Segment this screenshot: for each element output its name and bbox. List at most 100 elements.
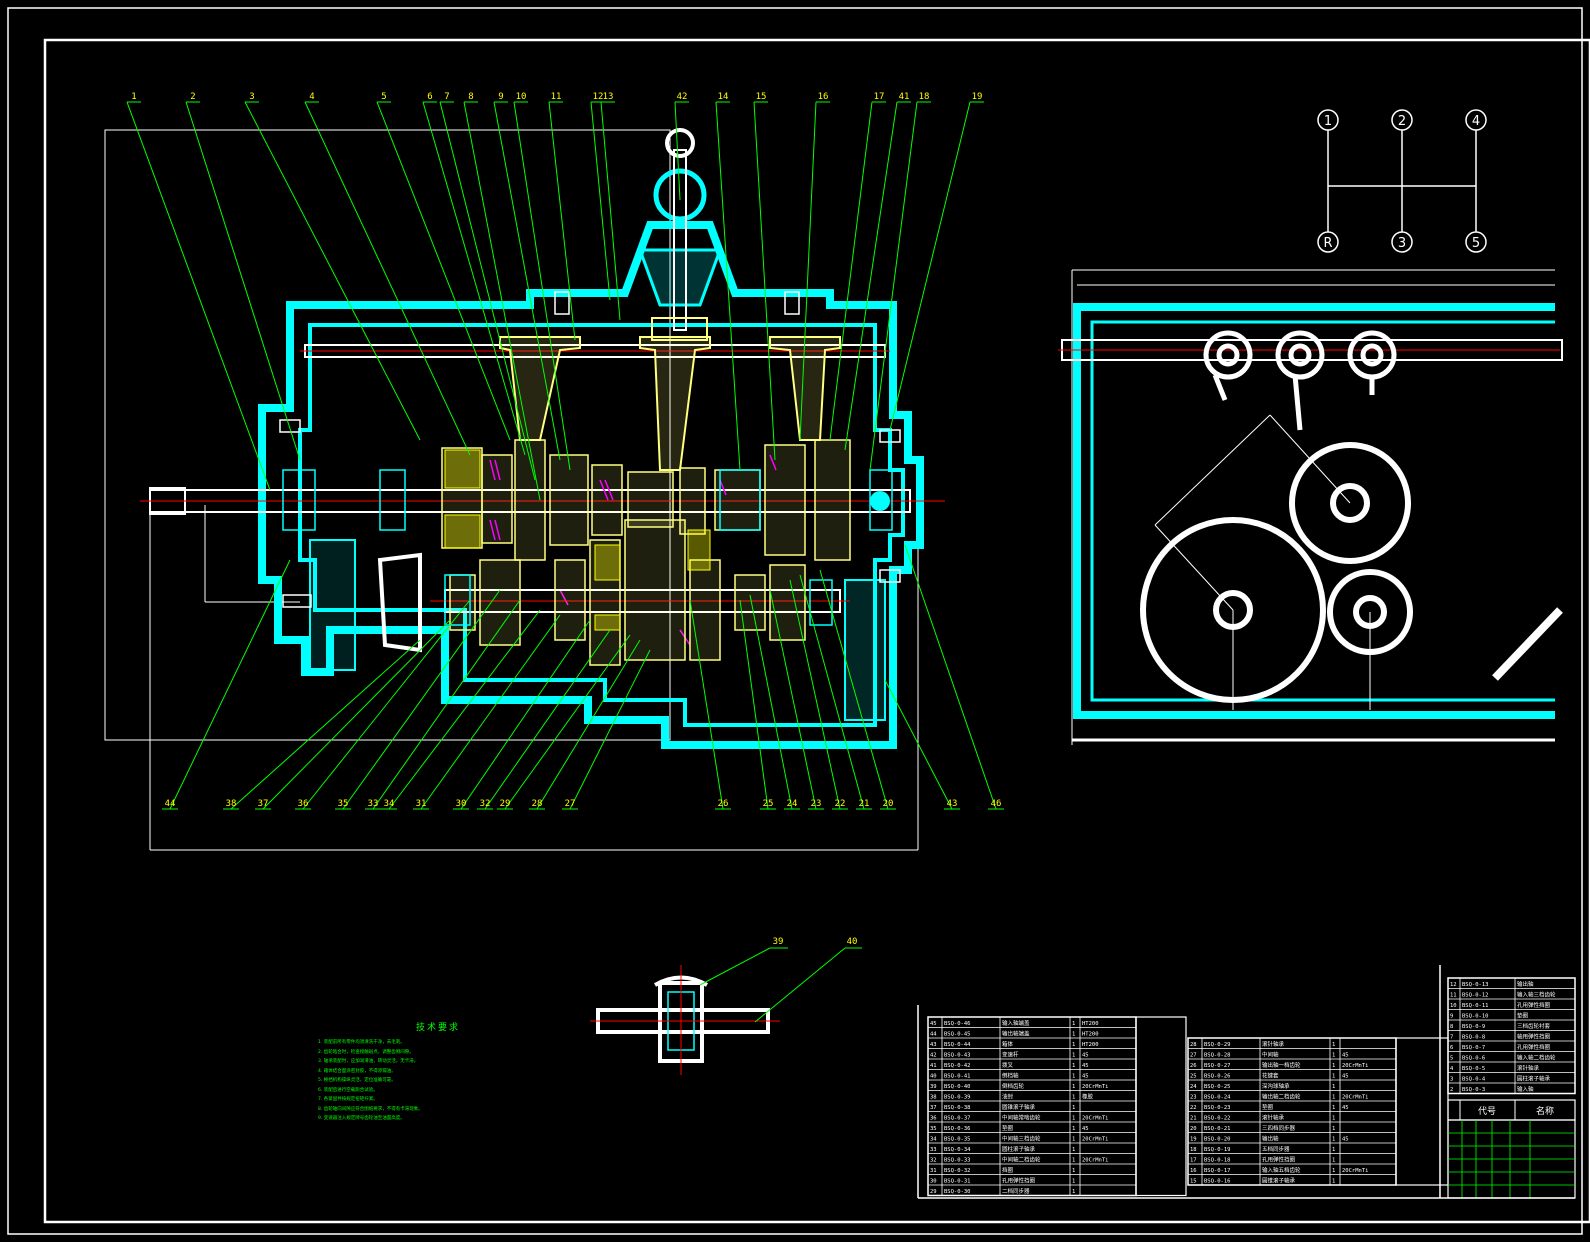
bom-cell: 12 — [1450, 982, 1457, 988]
bom-cell: 橡胶 — [1082, 1093, 1094, 1101]
leader-line — [126, 101, 271, 491]
leader-line — [185, 101, 301, 461]
bom-cell: BSQ-0-36 — [944, 1126, 971, 1132]
bom-cell: BSQ-0-40 — [944, 1084, 971, 1090]
balloon-label-top: 16 — [818, 92, 829, 102]
bom-cell: 20CrMnTi — [1082, 1158, 1109, 1164]
leader-line — [460, 619, 591, 810]
gear-position-label: 5 — [1472, 236, 1480, 251]
balloon-label-bottom: 37 — [258, 799, 269, 809]
balloon-label-bottom: 31 — [416, 799, 427, 809]
detail-balloon-40: 40 — [847, 937, 858, 947]
leader-line — [463, 101, 541, 501]
bom-cell: 垫圈 — [1517, 1012, 1529, 1020]
bom-cell: BSQ-0-6 — [1462, 1056, 1485, 1062]
bom-cell: BSQ-0-13 — [1462, 982, 1489, 988]
gear-position-label: 3 — [1398, 236, 1406, 251]
side-housing-inner — [1090, 320, 1555, 702]
bom-cell: 8 — [1450, 1024, 1453, 1030]
bom-cell: 38 — [930, 1095, 937, 1101]
bom-cell: 圆柱滚子轴承 — [1517, 1075, 1551, 1083]
bom-cell: 9 — [1450, 1014, 1453, 1020]
bom-cell: BSQ-0-41 — [944, 1074, 971, 1080]
gear-position-circle — [1465, 109, 1487, 131]
leader-line — [789, 579, 841, 810]
sheet-outer-frame — [7, 7, 1583, 1235]
bom-cell: 45 — [1082, 1063, 1089, 1069]
leader-line — [674, 101, 681, 201]
shift-lever-shaft — [673, 149, 687, 331]
bom-cell: 孔用弹性挡圈 — [1517, 1043, 1551, 1051]
bom-cell: 滚针轴承 — [1262, 1114, 1285, 1122]
side-housing-outer — [1073, 303, 1555, 719]
balloon-label-top: 15 — [756, 92, 767, 102]
balloon-label-bottom: 36 — [298, 799, 309, 809]
bom-cell: BSQ-0-16 — [1204, 1179, 1231, 1185]
bom-cell: 轴用弹性挡圈 — [1517, 1033, 1551, 1041]
leader-line — [342, 589, 501, 810]
balloon-label-top: 8 — [468, 92, 473, 102]
bom-cell: 三四档同步器 — [1262, 1124, 1296, 1132]
tech-note-line: 7. 各紧固件按规定扭矩拧紧。 — [318, 1097, 378, 1102]
bom-cell: 10 — [1450, 1003, 1457, 1009]
bom-cell: 输入轴端盖 — [1002, 1019, 1030, 1027]
bom-cell: 18 — [1190, 1147, 1197, 1153]
bom-cell: 孔用弹性挡圈 — [1262, 1156, 1296, 1164]
balloon-label-bottom: 21 — [859, 799, 870, 809]
balloon-label-bottom: 43 — [947, 799, 958, 809]
balloon-label-top: 14 — [718, 92, 729, 102]
shift-lever-ball — [653, 168, 707, 222]
bom-cell: 21 — [1190, 1116, 1197, 1122]
bom-cell: 1 — [1072, 1053, 1075, 1059]
leader-line — [244, 101, 421, 441]
bom-cell: 深沟球轴承 — [1262, 1082, 1290, 1090]
bom-cell: BSQ-0-26 — [1204, 1074, 1231, 1080]
leader-line — [889, 101, 971, 431]
bom-cell: 23 — [1190, 1095, 1197, 1101]
bom-cell: 1 — [1332, 1095, 1335, 1101]
balloon-label-bottom: 29 — [500, 799, 511, 809]
bom-cell: 43 — [930, 1042, 937, 1048]
leader-line — [376, 101, 511, 441]
leader-line — [600, 101, 621, 321]
bom-cell: 倒档轴 — [1002, 1072, 1019, 1080]
bom-cell: 29 — [930, 1189, 937, 1195]
bom-cell: 22 — [1190, 1105, 1197, 1111]
bom-cell: 中间轴常啮齿轮 — [1002, 1114, 1041, 1122]
balloon-label-top: 10 — [516, 92, 527, 102]
bom-cell: 1 — [1072, 1032, 1075, 1038]
reverse-idler-detail: 39 40 — [590, 937, 862, 1075]
bom-cell: BSQ-0-35 — [944, 1137, 971, 1143]
balloon-label-bottom: 34 — [384, 799, 395, 809]
bom-cell: 垫圈 — [1262, 1103, 1274, 1111]
bom-cell: 45 — [1342, 1105, 1349, 1111]
bom-cell: 1 — [1072, 1126, 1075, 1132]
bom-cell: BSQ-0-21 — [1204, 1126, 1231, 1132]
bom-cell: 37 — [930, 1105, 937, 1111]
bom-cell: 6 — [1450, 1045, 1453, 1051]
leader-line — [372, 599, 521, 810]
bom-cell: 1 — [1332, 1137, 1335, 1143]
side-view — [1058, 269, 1563, 745]
balloon-label-top: 4 — [309, 92, 314, 102]
shift-fork-3 — [769, 336, 841, 441]
bom-cell: BSQ-0-34 — [944, 1147, 971, 1153]
gear-position-circle — [1391, 231, 1413, 253]
gear-position-circle — [1317, 109, 1339, 131]
bom-cell: 1 — [1072, 1168, 1075, 1174]
bom-cell: BSQ-0-33 — [944, 1158, 971, 1164]
leader-lines-top — [126, 101, 984, 501]
bom-cell: BSQ-0-3 — [1462, 1087, 1485, 1093]
tech-notes-title: 技术要求 — [415, 1023, 460, 1033]
bom-cell: 33 — [930, 1147, 937, 1153]
balloon-label-top: 3 — [249, 92, 254, 102]
bom-cell: BSQ-0-46 — [944, 1021, 971, 1027]
bom-cell: BSQ-0-28 — [1204, 1053, 1231, 1059]
bom-cell: 1 — [1072, 1063, 1075, 1069]
bom-cell: 1 — [1332, 1126, 1335, 1132]
bom-cell: 45 — [1342, 1074, 1349, 1080]
bom-cell: 16 — [1190, 1168, 1197, 1174]
bom-cell: 输入轴三档齿轮 — [1517, 991, 1556, 999]
